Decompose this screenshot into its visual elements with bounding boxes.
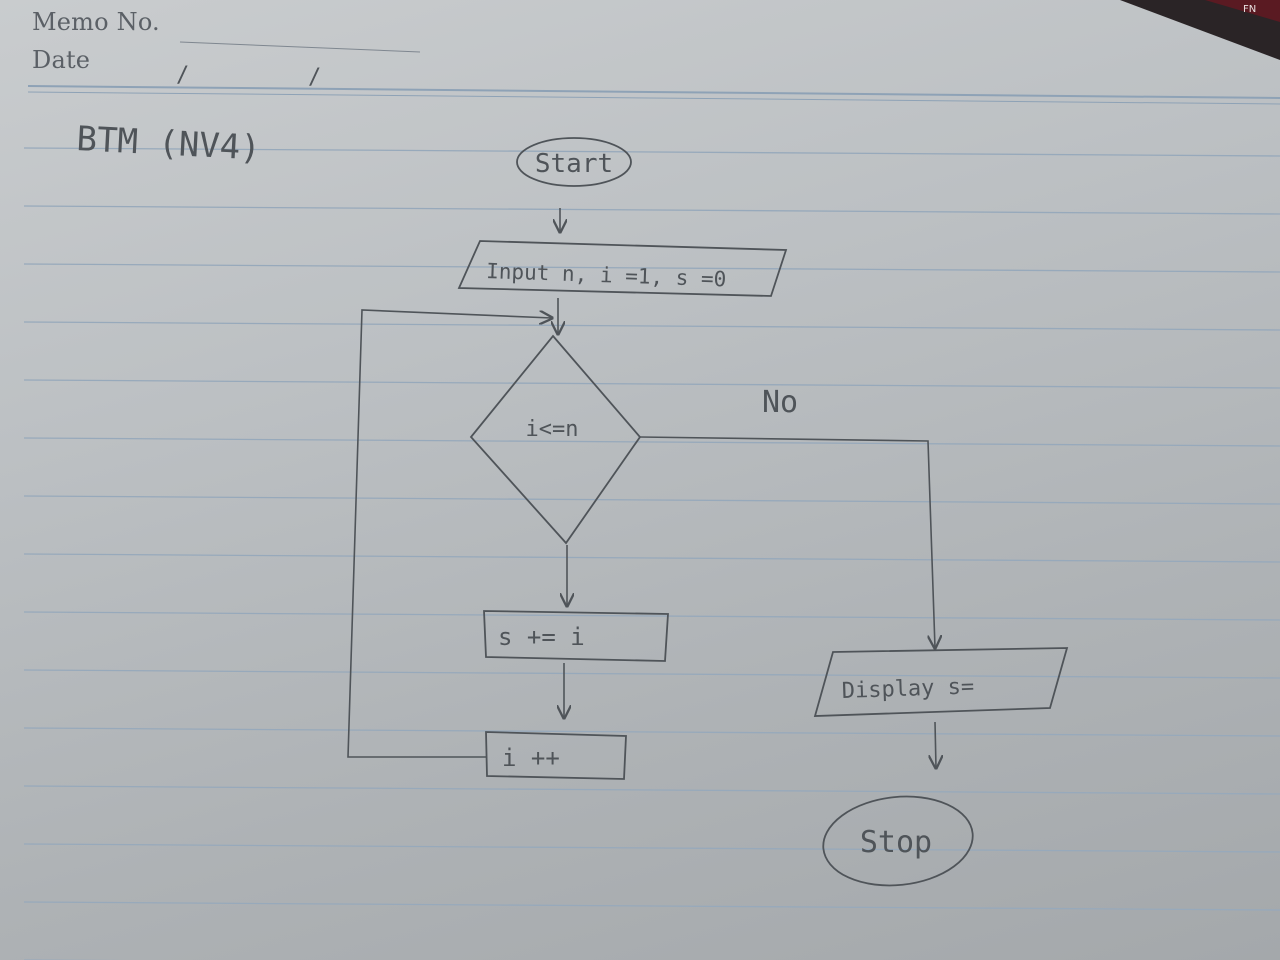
keyboard-fn-key: FN <box>1243 4 1256 15</box>
output-label: Display s= <box>841 674 974 704</box>
arrow-no-branch <box>639 436 935 648</box>
rule-line <box>23 263 1280 273</box>
rule-line <box>23 205 1280 215</box>
rule-line <box>23 321 1280 331</box>
input-box <box>457 240 788 297</box>
memo-underline <box>179 41 421 53</box>
rule-line <box>23 147 1280 157</box>
rule-line <box>23 727 1280 737</box>
sum-box <box>483 610 669 662</box>
rule-line <box>23 553 1280 563</box>
page-title: BTM (NV4) <box>76 119 262 169</box>
arrow-loop-back <box>347 309 552 758</box>
rule-line <box>23 785 1280 795</box>
rule-line <box>23 437 1280 447</box>
input-label: Input n, i =1, s =0 <box>486 259 727 291</box>
output-box <box>813 647 1069 717</box>
rule-line <box>23 843 1280 853</box>
date-label: Date <box>32 46 91 74</box>
arrow-output-to-stop <box>935 721 936 768</box>
decision-label: i<=n <box>526 417 579 442</box>
date-separator-2: / <box>308 65 321 90</box>
decision-diamond <box>469 334 642 545</box>
date-separator-1: / <box>176 63 189 88</box>
rule-line <box>23 611 1280 621</box>
rule-line <box>23 669 1280 679</box>
rule-line <box>23 495 1280 505</box>
increment-label: i ++ <box>502 744 560 772</box>
increment-box <box>485 731 627 780</box>
stop-label: Stop <box>860 825 932 860</box>
stop-terminal <box>822 795 974 887</box>
rule-line <box>23 901 1280 911</box>
memo-label: Memo No. <box>32 8 160 36</box>
no-label: No <box>762 385 798 420</box>
start-label: Start <box>535 149 613 179</box>
sum-label: s += i <box>498 623 585 651</box>
start-terminal <box>516 137 632 187</box>
rule-line <box>23 379 1280 389</box>
